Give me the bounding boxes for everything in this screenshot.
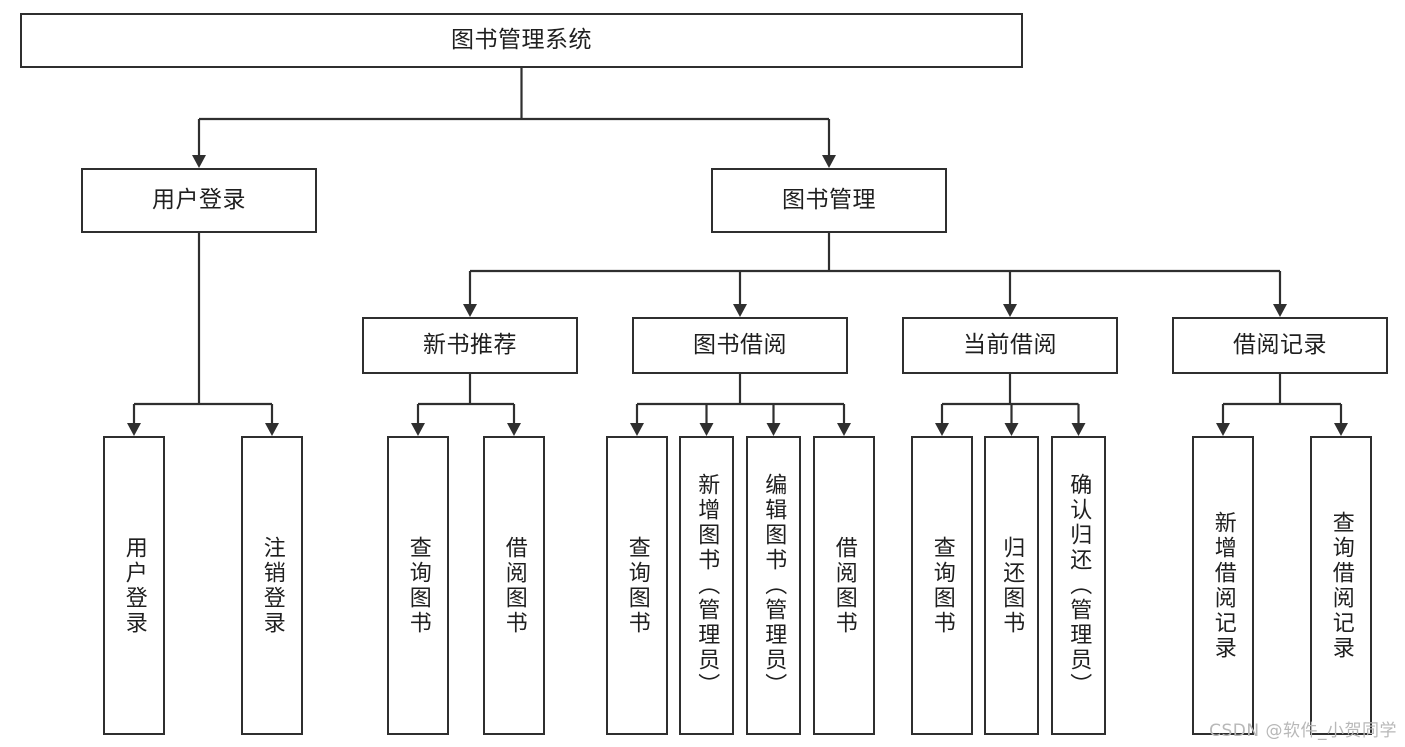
node-label: 借阅记录	[1233, 331, 1327, 358]
node-label: 查询借阅记录	[1328, 510, 1354, 661]
node-label: 确认归还（管理员）	[1066, 473, 1092, 698]
node-label: 编辑图书（管理员）	[761, 473, 787, 698]
arrowhead-leaf-edit-book	[766, 423, 781, 436]
arrowhead-leaf-confirm-return	[1071, 423, 1086, 436]
node-leaf-user-logout[interactable]: 注销登录	[241, 436, 303, 735]
arrowhead-leaf-query-book-3	[935, 423, 949, 436]
node-leaf-query-book-3[interactable]: 查询图书	[911, 436, 973, 735]
node-leaf-confirm-return[interactable]: 确认归还（管理员）	[1051, 436, 1106, 735]
node-label: 借阅图书	[831, 535, 857, 636]
node-current-borrow[interactable]: 当前借阅	[902, 317, 1118, 374]
node-label: 注销登录	[259, 535, 285, 636]
node-label: 新增借阅记录	[1210, 510, 1236, 661]
node-label: 查询图书	[405, 535, 431, 636]
node-label: 借阅图书	[501, 535, 527, 636]
node-label: 用户登录	[152, 186, 246, 213]
node-root[interactable]: 图书管理系统	[20, 13, 1023, 68]
arrowhead-leaf-query-book-2	[630, 423, 644, 436]
arrowhead-leaf-add-record	[1216, 423, 1230, 436]
arrowhead-book-manage	[822, 155, 836, 168]
node-label: 查询图书	[929, 535, 955, 636]
node-leaf-query-record[interactable]: 查询借阅记录	[1310, 436, 1372, 735]
node-label: 归还图书	[999, 535, 1025, 636]
node-leaf-edit-book[interactable]: 编辑图书（管理员）	[746, 436, 801, 735]
node-label: 用户登录	[121, 535, 147, 636]
node-leaf-query-book-2[interactable]: 查询图书	[606, 436, 668, 735]
arrowhead-leaf-user-logout	[265, 423, 279, 436]
arrowhead-leaf-borrow-book-2	[837, 423, 851, 436]
node-book-borrow[interactable]: 图书借阅	[632, 317, 848, 374]
csdn-watermark: CSDN @软件_小贺同学	[1209, 721, 1397, 741]
node-leaf-return-book[interactable]: 归还图书	[984, 436, 1039, 735]
node-label: 新增图书（管理员）	[694, 473, 720, 698]
node-label: 当前借阅	[963, 331, 1057, 358]
arrowhead-leaf-user-login	[127, 423, 141, 436]
arrowhead-new-book-rec	[463, 304, 477, 317]
arrowhead-leaf-add-book	[699, 423, 714, 436]
node-leaf-query-book-1[interactable]: 查询图书	[387, 436, 449, 735]
node-label: 图书管理	[782, 186, 876, 213]
node-leaf-borrow-book-1[interactable]: 借阅图书	[483, 436, 545, 735]
node-label: 图书借阅	[693, 331, 787, 358]
node-label: 新书推荐	[423, 331, 517, 358]
node-new-book-rec[interactable]: 新书推荐	[362, 317, 578, 374]
node-borrow-record[interactable]: 借阅记录	[1172, 317, 1388, 374]
node-leaf-add-record[interactable]: 新增借阅记录	[1192, 436, 1254, 735]
node-leaf-borrow-book-2[interactable]: 借阅图书	[813, 436, 875, 735]
node-book-manage[interactable]: 图书管理	[711, 168, 947, 233]
arrowhead-borrow-record	[1273, 304, 1287, 317]
node-user-login[interactable]: 用户登录	[81, 168, 317, 233]
arrowhead-leaf-query-book-1	[411, 423, 425, 436]
arrowhead-current-borrow	[1003, 304, 1017, 317]
arrowhead-user-login	[192, 155, 206, 168]
arrowhead-book-borrow	[733, 304, 747, 317]
node-leaf-user-login[interactable]: 用户登录	[103, 436, 165, 735]
arrowhead-leaf-query-record	[1334, 423, 1348, 436]
node-leaf-add-book[interactable]: 新增图书（管理员）	[679, 436, 734, 735]
node-label: 查询图书	[624, 535, 650, 636]
arrowhead-leaf-borrow-book-1	[507, 423, 521, 436]
node-label: 图书管理系统	[451, 26, 592, 53]
arrowhead-leaf-return-book	[1004, 423, 1019, 436]
